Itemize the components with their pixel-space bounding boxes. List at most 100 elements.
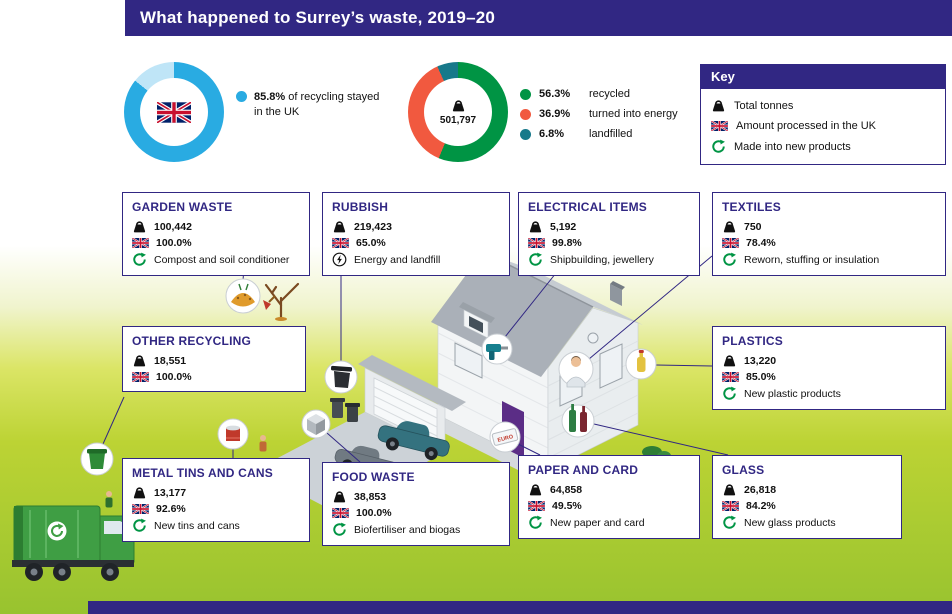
card-title: GLASS [722,463,765,477]
legend-pct: 6.8% [539,128,565,140]
legend-row: 56.3% recycled [520,88,678,100]
recycle-icon [529,515,543,529]
product-row: Compost and soil conditioner [132,252,300,267]
tonnes-row: 13,220 [722,353,936,368]
recycle-icon [723,386,737,400]
tonnes-value: 18,551 [154,354,187,367]
card-title: TEXTILES [722,200,781,214]
newspaper-icon: EURO [489,421,521,453]
uk-row: 78.4% [722,237,936,249]
key-body: Total tonnes Amount processed in the UK … [701,89,945,164]
legend-dot [520,129,531,140]
product-value: New tins and cans [154,519,240,532]
textiles-person-icon [558,351,594,388]
energy-icon [332,252,347,267]
uk-value: 85.0% [746,371,776,383]
product-value: Shipbuilding, jewellery [550,253,654,266]
product-value: New paper and card [550,516,645,529]
glass-bottles-icon [561,404,595,438]
tonnes-row: 38,853 [332,489,500,504]
legend-text: 85.8% of recycling stayed in the UK [254,90,382,120]
card-garden-waste: GARDEN WASTE 100,442 100.0% Compost and … [122,192,310,276]
person-near-truck [105,491,113,508]
uk-flag-icon [528,501,545,511]
uk-row: 100.0% [332,507,500,519]
weight-icon [333,491,346,504]
recycle-icon [529,252,543,266]
uk-row: 100.0% [132,371,296,383]
uk-row: 84.2% [722,500,892,512]
key-title: Key [701,65,945,89]
card-paper-and-card: PAPER AND CARD 64,858 49.5% New paper an… [518,455,700,539]
weight-icon [133,487,146,500]
product-row: New plastic products [722,386,936,401]
legend-pct: 85.8% [254,91,286,103]
card-title: GARDEN WASTE [132,200,233,214]
card-glass: GLASS 26,818 84.2% New glass products [712,455,902,539]
product-value: Biofertiliser and biogas [354,523,461,536]
legend-pct: 36.9% [539,108,571,120]
donut2-legend: 56.3% recycled 36.9% turned into energy … [520,88,678,140]
legend-pct: 56.3% [539,88,571,100]
tonnes-value: 5,192 [550,220,577,233]
key-panel: Key Total tonnes Amount processed in the… [700,64,946,165]
key-label: Total tonnes [734,99,794,112]
uk-flag-icon [132,504,149,514]
recycle-icon [133,252,147,266]
recycle-icon [723,252,737,266]
product-value: New glass products [744,516,836,529]
recycle-icon [712,139,726,153]
legend-row: 36.9% turned into energy [520,108,678,120]
card-metal-tins-and-cans: METAL TINS AND CANS 13,177 92.6% New tin… [122,458,310,542]
product-value: Compost and soil conditioner [154,253,290,266]
uk-row: 49.5% [528,500,690,512]
tonnes-value: 13,220 [744,354,777,367]
product-row: New tins and cans [132,518,300,533]
bottom-bar [88,601,952,614]
compost-icon [225,278,261,314]
tonnes-value: 219,423 [354,220,392,233]
side-window-2 [599,343,623,389]
card-title: ELECTRICAL ITEMS [528,200,647,214]
product-row: Reworn, stuffing or insulation [722,252,936,267]
tonnes-row: 64,858 [528,482,690,497]
wheelie-bins [330,398,360,422]
uk-value: 100.0% [156,237,192,249]
legend-dot [520,89,531,100]
food-caddy-icon [301,409,331,439]
svg-text:EURO: EURO [497,434,515,444]
tonnes-row: 5,192 [528,219,690,234]
tonnes-value: 750 [744,220,762,233]
legend-label: of recycling stayed in the UK [254,91,380,118]
rubbish-bin-icon [324,360,358,394]
legend-dot [520,109,531,120]
weight-icon [133,221,146,234]
uk-row: 65.0% [332,237,500,249]
donut-uk-recycling [124,62,224,162]
legend-row: 6.8% landfilled [520,128,678,140]
product-row: Energy and landfill [332,252,500,267]
uk-flag-icon [332,238,349,248]
card-electrical-items: ELECTRICAL ITEMS 5,192 99.8% Shipbuildin… [518,192,700,276]
uk-flag-icon [722,372,739,382]
legend-label: turned into energy [589,108,678,120]
weight-icon [712,100,725,113]
legend-label: recycled [589,88,630,100]
uk-value: 99.8% [552,237,582,249]
legend-label: landfilled [589,128,633,140]
chimney [610,284,622,306]
uk-flag-icon [132,372,149,382]
round-window [587,332,599,344]
product-value: New plastic products [744,387,841,400]
tonnes-row: 18,551 [132,353,296,368]
total-tonnes: 501,797 [439,115,477,126]
green-bin-icon [80,442,114,476]
tonnes-value: 13,177 [154,486,187,499]
tonnes-value: 38,853 [354,490,387,503]
uk-value: 100.0% [356,507,392,519]
tonnes-row: 13,177 [132,485,300,500]
uk-row: 99.8% [528,237,690,249]
page-title: What happened to Surrey’s waste, 2019–20 [125,0,952,36]
dormer-roof [459,302,495,323]
car-teal [377,421,450,461]
